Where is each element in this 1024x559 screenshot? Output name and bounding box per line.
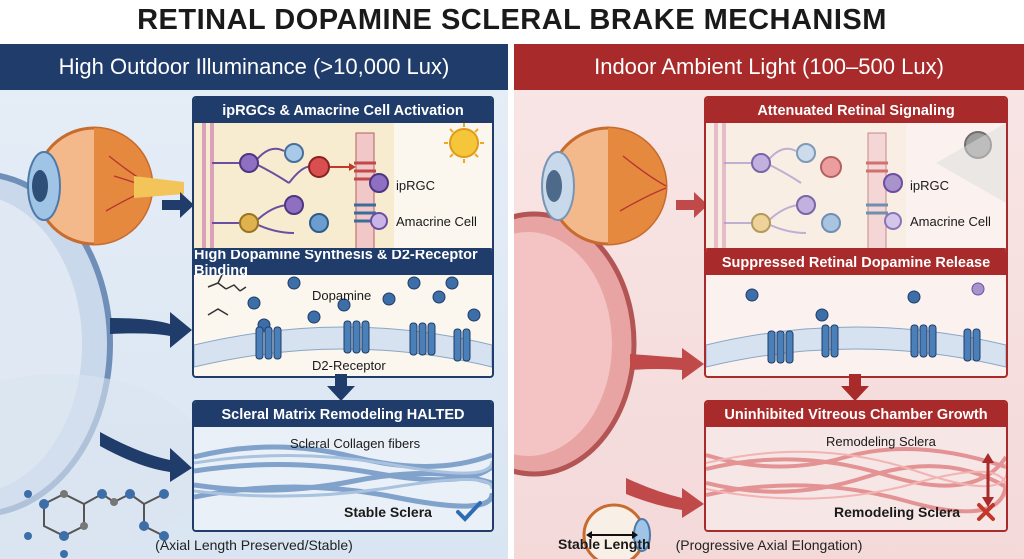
- right-retina-cells-illustration: [706, 123, 1006, 264]
- right-box1-title: Attenuated Retinal Signaling: [706, 98, 1006, 123]
- right-fibers-label: Remodeling Sclera: [826, 434, 936, 449]
- right-dopamine-receptor-illustration: [706, 282, 1006, 368]
- cross-icon: [977, 503, 995, 521]
- left-status-label: Stable Sclera: [344, 504, 432, 520]
- right-box-vitreous-growth: Uninhibited Vitreous Chamber Growth Remo…: [704, 400, 1008, 532]
- left-dopamine-receptor-illustration: [194, 275, 492, 368]
- right-collagen-fibers-illustration: [706, 427, 1006, 530]
- right-box-suppressed-dopamine: Suppressed Retinal Dopamine Release: [704, 248, 1008, 378]
- left-banner: High Outdoor Illuminance (>10,000 Lux): [0, 44, 508, 90]
- right-iprgc-label: ipRGC: [910, 178, 950, 193]
- right-panel: Indoor Ambient Light (100–500 Lux) Atten…: [514, 44, 1024, 559]
- right-amacrine-label: Amacrine Cell: [910, 214, 991, 229]
- right-arrow-down-2: [841, 374, 869, 401]
- left-collagen-fibers-illustration: [194, 427, 492, 530]
- left-box-scleral-remodeling: Scleral Matrix Remodeling HALTED Scleral…: [192, 400, 494, 532]
- left-arrow-2: [110, 312, 192, 348]
- left-arrow-1: [162, 192, 194, 218]
- stable-length-eye-icon: [582, 503, 651, 559]
- left-dopamine-label: Dopamine: [312, 288, 372, 303]
- left-box2-title: High Dopamine Synthesis & D2-Receptor Bi…: [194, 250, 492, 279]
- left-d2-receptor-label: D2-Receptor: [312, 358, 386, 373]
- left-retina-cells-illustration: [194, 123, 484, 264]
- left-large-eye-illustration: [0, 173, 210, 554]
- right-box2-title: Suppressed Retinal Dopamine Release: [706, 250, 1006, 275]
- left-box1-title: ipRGCs & Amacrine Cell Activation: [194, 98, 492, 123]
- stable-length-label: Stable Length: [558, 536, 651, 552]
- left-eye-icon: [27, 126, 184, 246]
- left-arrow-3: [100, 432, 192, 482]
- right-box-attenuated-signaling: Attenuated Retinal Signaling ipRGC Amacr…: [704, 96, 1008, 266]
- left-iprgc-label: ipRGC: [396, 178, 436, 193]
- right-eye-icon: [541, 126, 668, 246]
- right-arrow-3: [626, 478, 704, 518]
- right-banner: Indoor Ambient Light (100–500 Lux): [514, 44, 1024, 90]
- left-box-dopamine-binding: High Dopamine Synthesis & D2-Receptor Bi…: [192, 248, 494, 378]
- right-arrow-1: [676, 192, 708, 218]
- right-box3-title: Uninhibited Vitreous Chamber Growth: [706, 402, 1006, 427]
- left-caption: (Axial Length Preserved/Stable): [155, 537, 353, 553]
- left-panel: High Outdoor Illuminance (>10,000 Lux) i…: [0, 44, 508, 559]
- page-title: RETINAL DOPAMINE SCLERAL BRAKE MECHANISM: [137, 4, 887, 36]
- left-box-iprgc-activation: ipRGCs & Amacrine Cell Activation: [192, 96, 494, 266]
- left-box3-title: Scleral Matrix Remodeling HALTED: [194, 402, 492, 427]
- dopamine-molecule-icon: [24, 489, 169, 558]
- left-arrow-down-2: [327, 374, 355, 401]
- right-large-eye-illustration: [514, 211, 637, 477]
- left-fibers-label: Scleral Collagen fibers: [290, 436, 421, 451]
- right-status-label: Remodeling Sclera: [834, 504, 961, 520]
- right-arrow-2: [630, 348, 704, 380]
- check-icon: [456, 501, 482, 522]
- right-caption: (Progressive Axial Elongation): [675, 537, 863, 553]
- left-amacrine-label: Amacrine Cell: [396, 214, 477, 229]
